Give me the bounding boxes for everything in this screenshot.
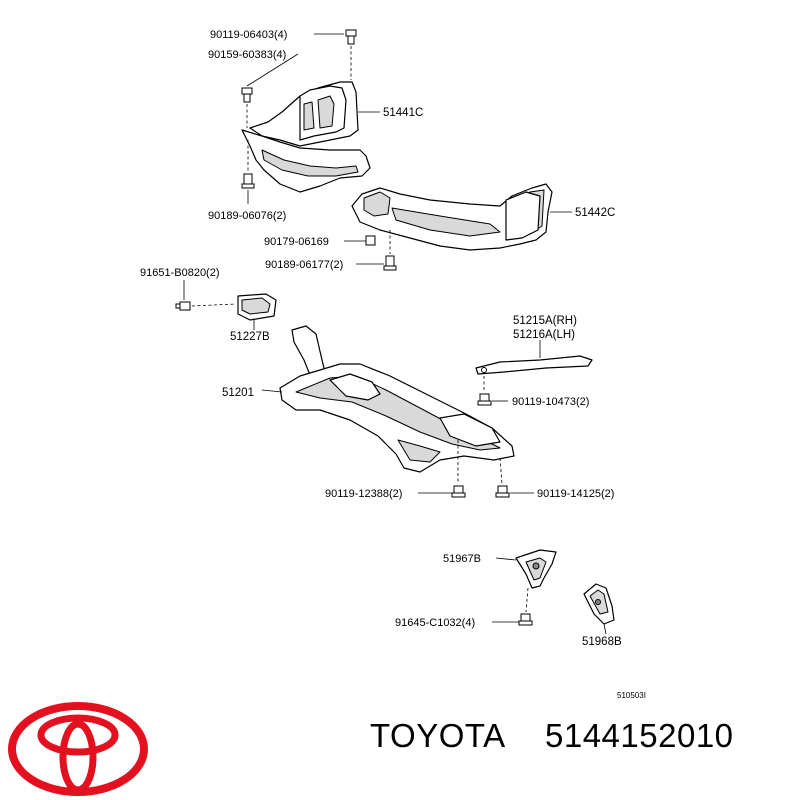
label-90189-06076: 90189-06076(2) (208, 210, 286, 222)
fastener-90179-06169 (344, 235, 376, 246)
label-51441c: 51441C (383, 107, 423, 119)
fastener-90189-06076 (241, 140, 255, 204)
fastener-90159-60383 (241, 53, 299, 128)
bracket-51967b (495, 549, 557, 613)
label-90119-10473: 90119-10473(2) (512, 396, 589, 408)
label-51968b: 51968B (582, 636, 622, 648)
label-51967b: 51967B (443, 553, 481, 565)
label-90189-06177: 90189-06177(2) (265, 259, 343, 271)
label-91651-b0820: 91651-B0820(2) (140, 267, 220, 279)
toyota-logo-icon (8, 702, 148, 796)
bracket-51227b (175, 280, 277, 330)
brace-51215a-51216a (475, 340, 593, 375)
splash-shield-51442c (351, 183, 572, 251)
fastener-90189-06177 (356, 230, 397, 271)
fastener-90119-14125 (495, 485, 534, 498)
fastener-91645-c1032 (492, 613, 533, 626)
splash-shield-51441c (241, 81, 380, 193)
label-90119-06403: 90119-06403(4) (210, 29, 287, 41)
label-51201: 51201 (222, 387, 254, 399)
brand-name: TOYOTA (370, 717, 506, 754)
fastener-90119-06403 (314, 29, 357, 80)
bracket-51968b (583, 583, 615, 635)
label-51227b: 51227B (230, 331, 270, 343)
fastener-90119-10473 (477, 376, 508, 406)
label-90179-06169: 90179-06169 (264, 236, 329, 248)
label-91645-c1032: 91645-C1032(4) (395, 617, 475, 629)
label-90119-12388: 90119-12388(2) (325, 488, 402, 500)
label-51215a-rh: 51215A(RH) (513, 315, 577, 327)
label-51216a-lh: 51216A(LH) (513, 329, 575, 341)
label-90119-14125: 90119-14125(2) (537, 488, 614, 500)
label-51442c: 51442C (575, 207, 615, 219)
part-number: 5144152010 (545, 717, 734, 754)
label-diagram-code: 510503I (617, 691, 646, 700)
label-90159-60383: 90159-60383(4) (208, 49, 286, 61)
fastener-90119-12388 (418, 485, 466, 498)
crossmember-51201 (261, 325, 515, 485)
